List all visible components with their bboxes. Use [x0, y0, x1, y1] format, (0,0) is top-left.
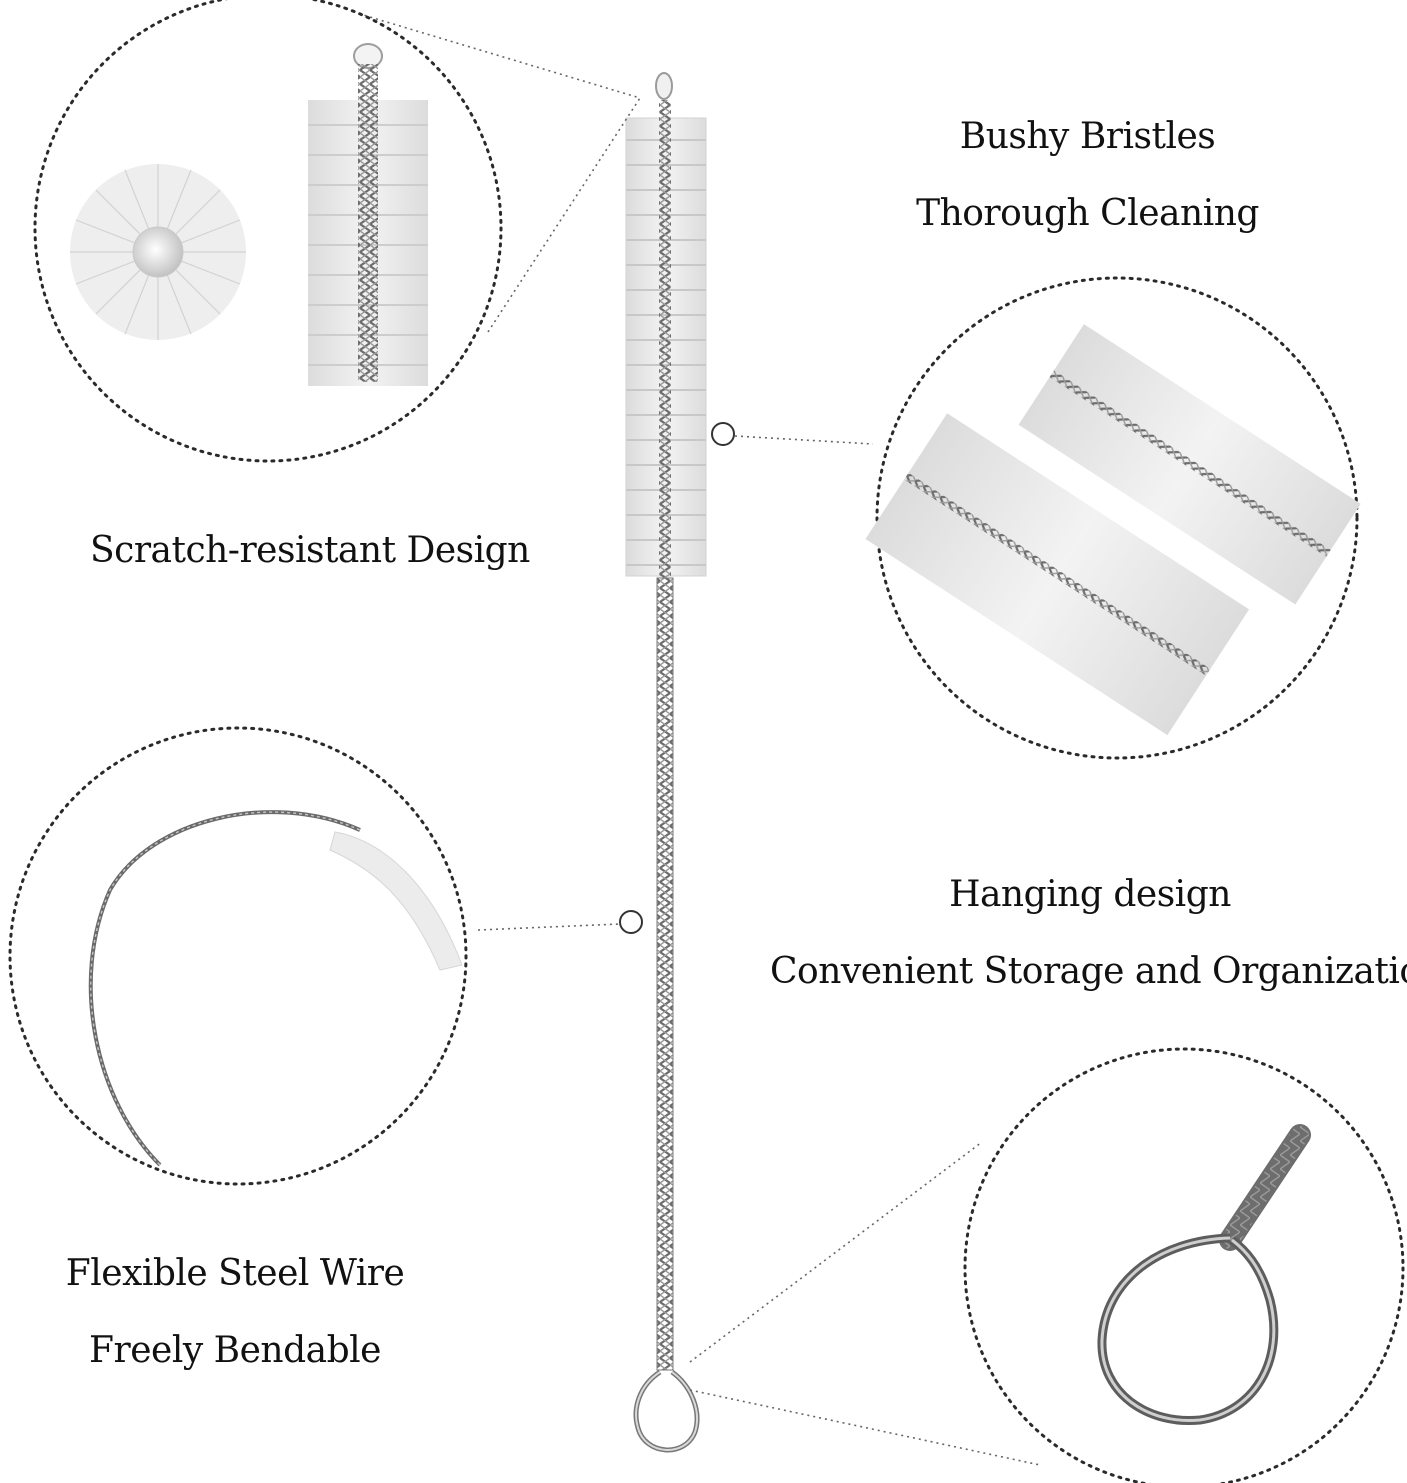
connector-lines — [329, 4, 1041, 1466]
caption-freely-bendable: Freely Bendable — [89, 1330, 381, 1371]
detail-circle-scratch-resistant — [33, 0, 503, 463]
caption-hanging-design: Hanging design — [949, 874, 1231, 915]
brush-tip — [655, 72, 673, 100]
detail-circle-bushy-bristles — [865, 276, 1361, 760]
caption-convenient-storage: Convenient Storage and Organization — [770, 951, 1407, 992]
bent-bristle-end — [329, 831, 463, 971]
bristle-side-view — [308, 43, 428, 386]
brush-bristles — [625, 100, 707, 578]
caption-thorough-cleaning: Thorough Cleaning — [916, 193, 1259, 234]
caption-flexible-steel-wire: Flexible Steel Wire — [65, 1253, 405, 1294]
caption-scratch-resistant: Scratch-resistant Design — [90, 530, 530, 571]
detail-circle-flexible-wire — [8, 726, 468, 1186]
detail-circle-hanging-loop — [963, 1047, 1405, 1483]
brush-wire-handle — [656, 577, 674, 1371]
marker-wire — [619, 910, 643, 934]
brush-hanging-loop — [633, 1369, 700, 1453]
main-brush — [625, 72, 707, 1453]
marker-bristles — [711, 422, 735, 446]
caption-bushy-bristles: Bushy Bristles — [959, 116, 1216, 157]
bristle-end-view — [70, 164, 246, 340]
